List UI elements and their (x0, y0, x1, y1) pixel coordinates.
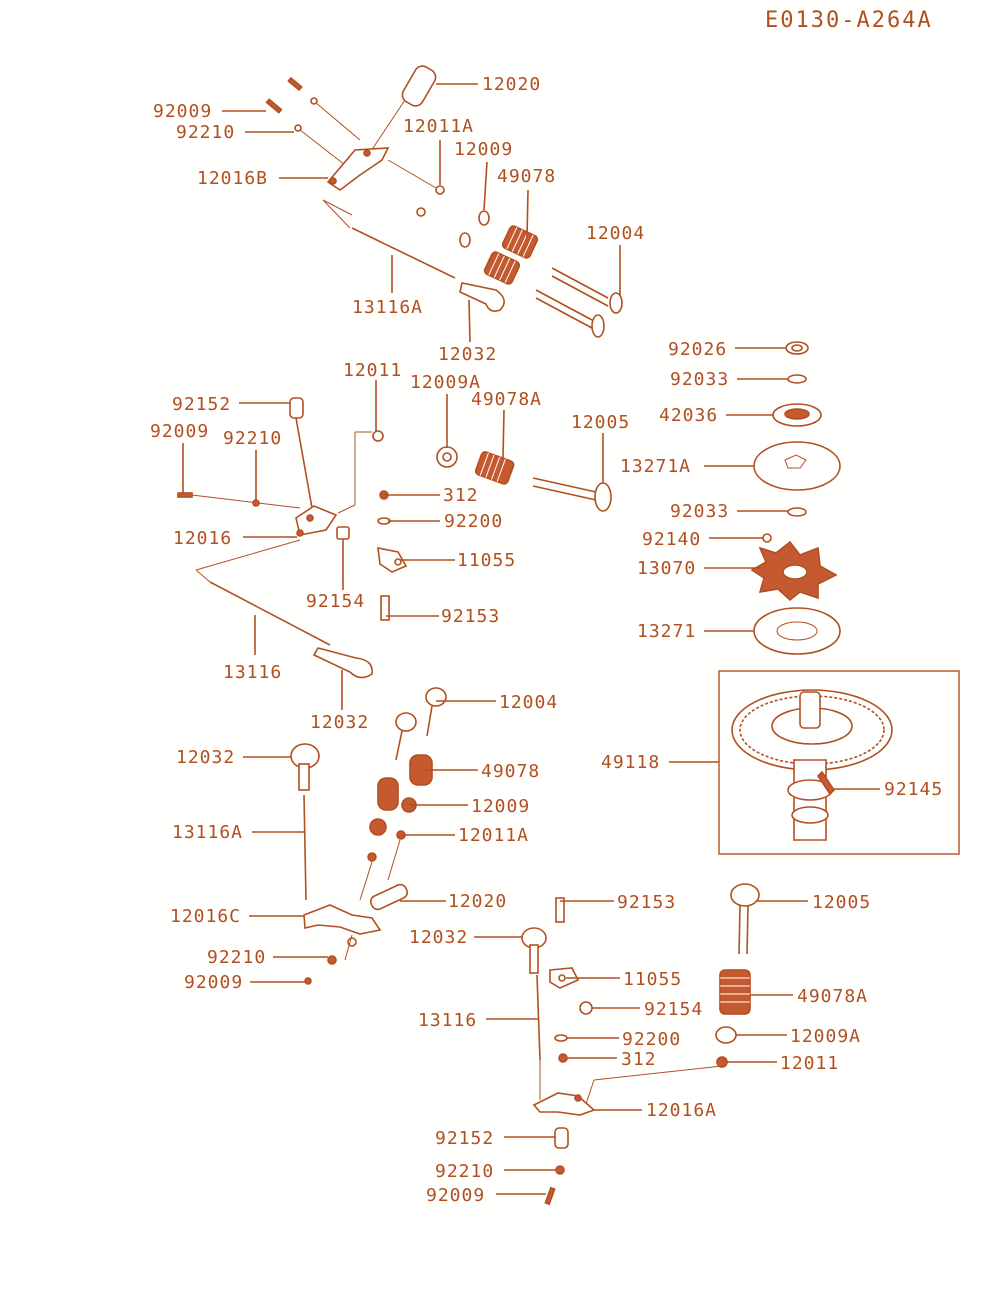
part-label: 49078 (481, 761, 540, 782)
part-label: 92200 (444, 511, 503, 532)
part-label: 92210 (435, 1161, 494, 1182)
part-label: 12016B (197, 168, 268, 189)
part-label: 49078A (471, 389, 542, 410)
part-label: 92033 (670, 501, 729, 522)
lower-right-valve-assembly (521, 883, 760, 1206)
part-labels: 92009 92210 12016B 12020 12011A 12009 49… (150, 74, 943, 1206)
part-label: 13271 (637, 621, 696, 642)
part-label: 13116A (352, 297, 423, 318)
diagram-code: E0130-A264A (765, 8, 933, 33)
part-label: 12020 (482, 74, 541, 95)
part-label: 312 (621, 1049, 657, 1070)
part-label: 12011A (403, 116, 474, 137)
part-label: 92009 (150, 421, 209, 442)
part-label: 42036 (659, 405, 718, 426)
part-label: 13116A (172, 822, 243, 843)
middle-valve-assembly (177, 397, 612, 679)
part-label: 12011 (343, 360, 402, 381)
part-label: 92210 (176, 122, 235, 143)
part-label: 13271A (620, 456, 691, 477)
part-label: 92026 (668, 339, 727, 360)
part-label: 11055 (623, 969, 682, 990)
part-label: 12016 (173, 528, 232, 549)
part-label: 92210 (207, 947, 266, 968)
part-label: 12005 (812, 892, 871, 913)
part-label: 92152 (172, 394, 231, 415)
part-label: 13116 (418, 1010, 477, 1031)
part-label: 92033 (670, 369, 729, 390)
part-label: 12032 (438, 344, 497, 365)
part-label: 92153 (617, 892, 676, 913)
part-label: 92145 (884, 779, 943, 800)
part-label: 12032 (409, 927, 468, 948)
part-label: 92009 (426, 1185, 485, 1206)
part-label: 12009A (410, 372, 481, 393)
part-label: 12009 (471, 796, 530, 817)
part-label: 92200 (622, 1029, 681, 1050)
leader-lines (182, 83, 880, 1195)
part-label: 12016A (646, 1100, 717, 1121)
part-label: 49078 (497, 166, 556, 187)
part-label: 92152 (435, 1128, 494, 1149)
part-label: 92140 (642, 529, 701, 550)
part-label: 312 (443, 485, 479, 506)
camshaft-box (718, 670, 960, 855)
part-label: 12032 (310, 712, 369, 733)
part-label: 12032 (176, 747, 235, 768)
part-label: 12020 (448, 891, 507, 912)
part-label: 92210 (223, 428, 282, 449)
part-label: 92153 (441, 606, 500, 627)
part-label: 12009 (454, 139, 513, 160)
part-label: 49118 (601, 752, 660, 773)
part-label: 11055 (457, 550, 516, 571)
lower-left-valve-assembly (290, 687, 447, 985)
part-label: 13070 (637, 558, 696, 579)
part-label: 12016C (170, 906, 241, 927)
part-label: 12011 (780, 1053, 839, 1074)
part-label: 92154 (644, 999, 703, 1020)
governor-stack (750, 341, 841, 655)
part-label: 92009 (184, 972, 243, 993)
part-label: 12009A (790, 1026, 861, 1047)
top-valve-assembly (265, 65, 623, 338)
part-label: 92009 (153, 101, 212, 122)
part-label: 12004 (499, 692, 558, 713)
part-label: 92154 (306, 591, 365, 612)
part-label: 12004 (586, 223, 645, 244)
part-label: 49078A (797, 986, 868, 1007)
part-label: 12005 (571, 412, 630, 433)
part-label: 13116 (223, 662, 282, 683)
part-label: 12011A (458, 825, 529, 846)
